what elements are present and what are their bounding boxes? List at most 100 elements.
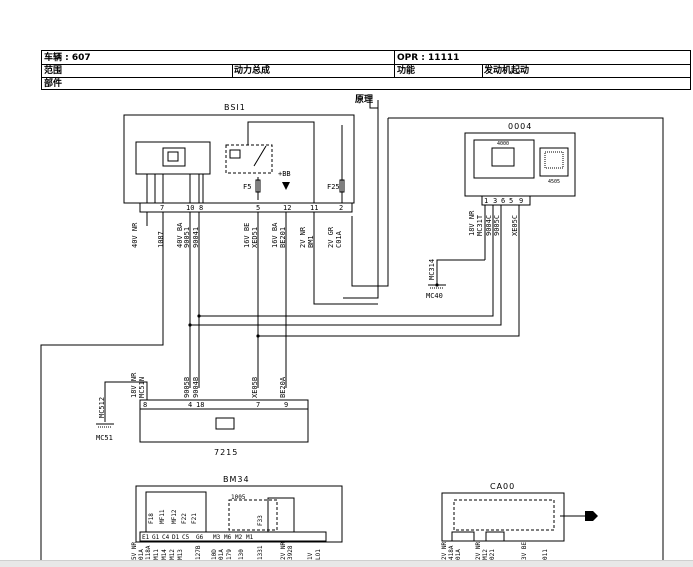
wire-label: 1V [307, 552, 314, 560]
bsi1-arrow [282, 182, 290, 190]
wire-xe05c [258, 205, 520, 337]
opr-label: OPR : 11111 [397, 53, 460, 63]
c0004-box [464, 132, 576, 197]
bm34-pin-labels: E1 G1 C4 D1 C5 G6 M3 M6 M2 M1 [142, 534, 254, 541]
wire-label: 011 [542, 549, 549, 560]
wire-label: LO1 [315, 549, 322, 560]
fuse-label: F22 [181, 513, 188, 524]
wire-1087 [40, 212, 164, 560]
wire-label: 418A [448, 545, 455, 560]
wire-label: 5V NR [131, 542, 138, 560]
wire-label: 2V GR [327, 226, 335, 248]
wire-label: 90041 [192, 227, 200, 248]
bm34-inner [267, 497, 295, 533]
function-value: 发动机起动 [484, 66, 530, 76]
c0004-wire-labels: 18V NR MC31T 9004C 9005C XE05C [468, 210, 519, 236]
wire-label: 18V NR [130, 372, 138, 398]
function-label: 功能 [397, 66, 416, 76]
mc51-ref: MC512 [98, 397, 106, 418]
wire-label: BE20A [279, 376, 287, 398]
bm34-box [135, 485, 343, 543]
mc51-ground [96, 423, 114, 428]
bsi1-fuse1-label: F5 [243, 183, 251, 191]
c0004-chip-label: 4000 [497, 141, 509, 147]
c7215-chip [215, 417, 235, 430]
key-icon [585, 511, 598, 521]
pin-number: 1 [484, 197, 488, 205]
pin-number: 8 [199, 204, 203, 212]
title-block-divider [232, 64, 233, 77]
wire-label: 40V NR [131, 222, 139, 248]
bm34-relay [228, 499, 278, 531]
c0004-pin-numbers: 1 3 6 5 9 [484, 197, 523, 205]
wire-label: M11 [153, 549, 160, 560]
vehicle-label: 车辆 : 607 [44, 53, 91, 63]
bsi1-chip-core [167, 151, 179, 162]
wire-label: 1087 [157, 231, 165, 248]
wire-frame-left [351, 118, 389, 287]
title-block-divider [42, 77, 690, 78]
c0004-connector [481, 195, 531, 206]
ca00-connector-1 [451, 531, 475, 542]
pin-number: 9 [284, 401, 288, 409]
scope-label: 范围 [44, 66, 63, 76]
wire-label: C01A [335, 230, 343, 248]
bsi1-name: BSI1 [224, 103, 246, 112]
c7215-connector [139, 399, 309, 410]
pin-number: C5 [182, 534, 190, 541]
bm34-name: BM34 [223, 475, 250, 484]
wire-label: MC31T [476, 214, 484, 236]
wire-label: M14 [161, 549, 168, 560]
pin-number: M3 [213, 534, 221, 541]
wire-mc51n [104, 381, 148, 422]
bm34-connector [139, 531, 327, 542]
wire-9004c [199, 205, 494, 317]
pin-number: 7 [256, 401, 260, 409]
c0004-chip2-label: 4505 [548, 179, 560, 185]
title-block-divider [394, 51, 395, 77]
wire-label: M12 [169, 549, 176, 560]
bsi1-pin-stubs [146, 174, 204, 203]
c0004-ecu [473, 139, 535, 179]
bsi1-plus-label: +BB [278, 170, 291, 178]
wire-label: XE05C [511, 215, 519, 236]
wire-label: 2V NR [475, 542, 482, 560]
bsi1-wire-labels: 40V NR 1087 40V BA 90051 90041 16V BE XE… [131, 222, 343, 248]
mc51-name: MC51 [96, 434, 113, 442]
bsi1-relay-coil [229, 149, 241, 159]
bottom-scroll-bar[interactable] [0, 560, 693, 567]
c7215-wire-labels: 18V NR MC51N 9005B 9004B XE05B BE20A [130, 372, 287, 398]
wire-to-mc40 [436, 259, 485, 285]
c0004-name: 0004 [508, 122, 532, 131]
title-block: 车辆 : 607 OPR : 11111 范围 动力总成 功能 发动机起动 部件 [41, 50, 691, 90]
wire-label: 021 [489, 549, 496, 560]
pin-number: M6 [224, 534, 232, 541]
junction-dot [197, 314, 201, 318]
bm34-relay-label: 1005 [231, 494, 246, 501]
wire-label: M12 [482, 549, 489, 560]
wire-label: 10D [211, 549, 218, 560]
wire-label: 1331 [257, 545, 264, 560]
pin-number: 5 [509, 197, 513, 205]
c7215-box [139, 399, 309, 443]
bsi1-pin-numbers: 7 10 8 5 12 11 2 [160, 204, 343, 212]
bm34-wire-labels: 5V NR 01A 118A M11 M14 M12 M13 127B 10D … [131, 542, 322, 560]
ca00-wire-labels: 2V NR 418A 01A 2V NR M12 021 3V BE 011 [441, 542, 549, 560]
wire-label: 16V BE [243, 223, 251, 248]
pin-number: 11 [310, 204, 318, 212]
bm34-fuse-labels: F18 MF11 MF12 F22 F21 F33 [148, 509, 264, 526]
wire-label: 01A [455, 549, 462, 560]
pin-number: 10 [186, 204, 194, 212]
pin-number: 5 [256, 204, 260, 212]
pin-number: 9 [519, 197, 523, 205]
c0004-chip [491, 147, 515, 167]
pin-number: 3 [493, 197, 497, 205]
junction-dot [188, 323, 192, 327]
pin-number: M2 [235, 534, 243, 541]
junction-dot [256, 334, 260, 338]
wire-label: 3V BE [521, 542, 528, 560]
pin-number: 8 [143, 401, 147, 409]
mc40-name: MC40 [426, 292, 443, 300]
wire-label: 127B [195, 545, 202, 560]
wire-label: 2V NR [299, 226, 307, 248]
